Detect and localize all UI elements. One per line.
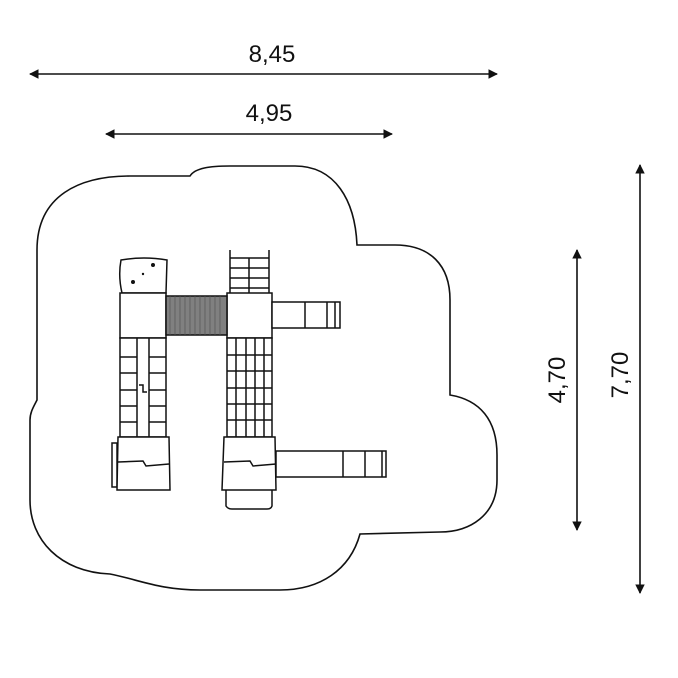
right-climbing-net (226, 337, 273, 438)
safety-zone-outline (29, 165, 498, 591)
tunnel-bridge (165, 295, 228, 336)
overall-width-label: 8,45 (248, 41, 296, 68)
right-tower-platform (226, 292, 273, 339)
upper-slide (271, 301, 341, 329)
play-structure (111, 250, 387, 510)
right-bottom-platform (221, 436, 277, 510)
lower-slide (275, 450, 387, 478)
left-bottom-platform (111, 436, 171, 491)
left-tower-platform (119, 292, 167, 339)
climbing-wall (118, 257, 168, 294)
ladder (229, 250, 270, 293)
structure-width-label: 4,95 (245, 100, 293, 127)
structure-depth-label: 4,70 (544, 356, 571, 404)
overall-depth-label: 7,70 (607, 351, 634, 399)
left-climbing-net (119, 337, 167, 438)
